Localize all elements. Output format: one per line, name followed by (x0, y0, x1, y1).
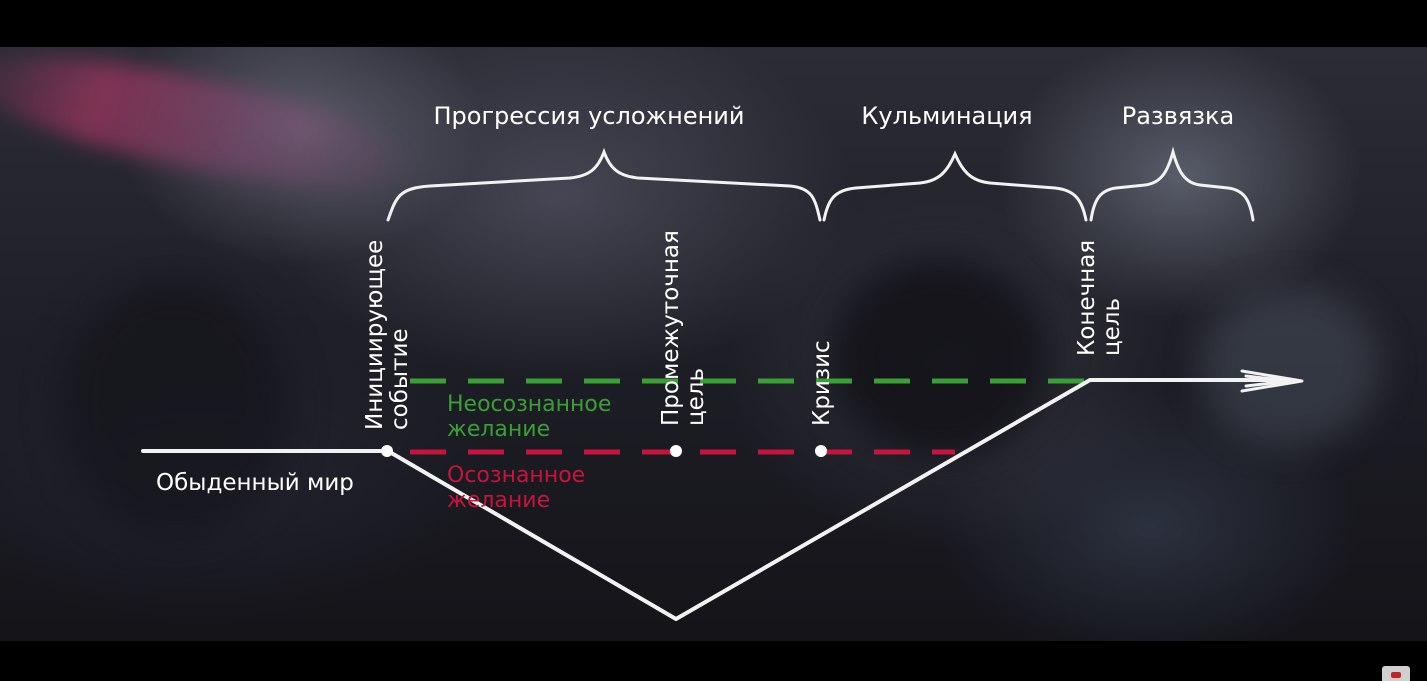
arrow-head-icon (1240, 369, 1304, 393)
blurred-background (0, 47, 1427, 641)
intermediate-goal-dot (670, 445, 682, 457)
intermediate-goal-label-line2: цель (683, 368, 709, 426)
unconscious-desire-label-line2: желание (447, 417, 550, 442)
inciting-event-dot (381, 445, 393, 457)
intermediate-goal-label-line1: Промежуточная (658, 230, 684, 426)
story-arc-line (141, 378, 1292, 621)
background-shape (60, 277, 290, 537)
conscious-desire-label-line2: желание (447, 488, 550, 513)
climax-label: Кульминация (861, 102, 1032, 130)
brace-resolution (1089, 146, 1255, 222)
inciting-event-label-line2: событие (387, 328, 413, 430)
crisis-dot (815, 445, 827, 457)
ordinary-world-label: Обыденный мир (156, 470, 354, 496)
brace-climax (822, 150, 1088, 222)
unconscious-desire-label-line1: Неосознанное (447, 392, 611, 417)
resolution-label: Развязка (1122, 102, 1235, 130)
youtube-icon[interactable] (1382, 666, 1410, 681)
background-shape (1200, 287, 1380, 447)
brace-progression (386, 147, 822, 222)
final-goal-label-line2: цель (1099, 298, 1125, 356)
conscious-desire-label-line1: Осознанное (447, 463, 585, 488)
crisis-label: Кризис (809, 340, 835, 426)
inciting-event-label-line1: Инициирующее (362, 240, 388, 430)
progression-label: Прогрессия усложнений (433, 102, 744, 130)
final-goal-label-line1: Конечная (1074, 240, 1100, 356)
